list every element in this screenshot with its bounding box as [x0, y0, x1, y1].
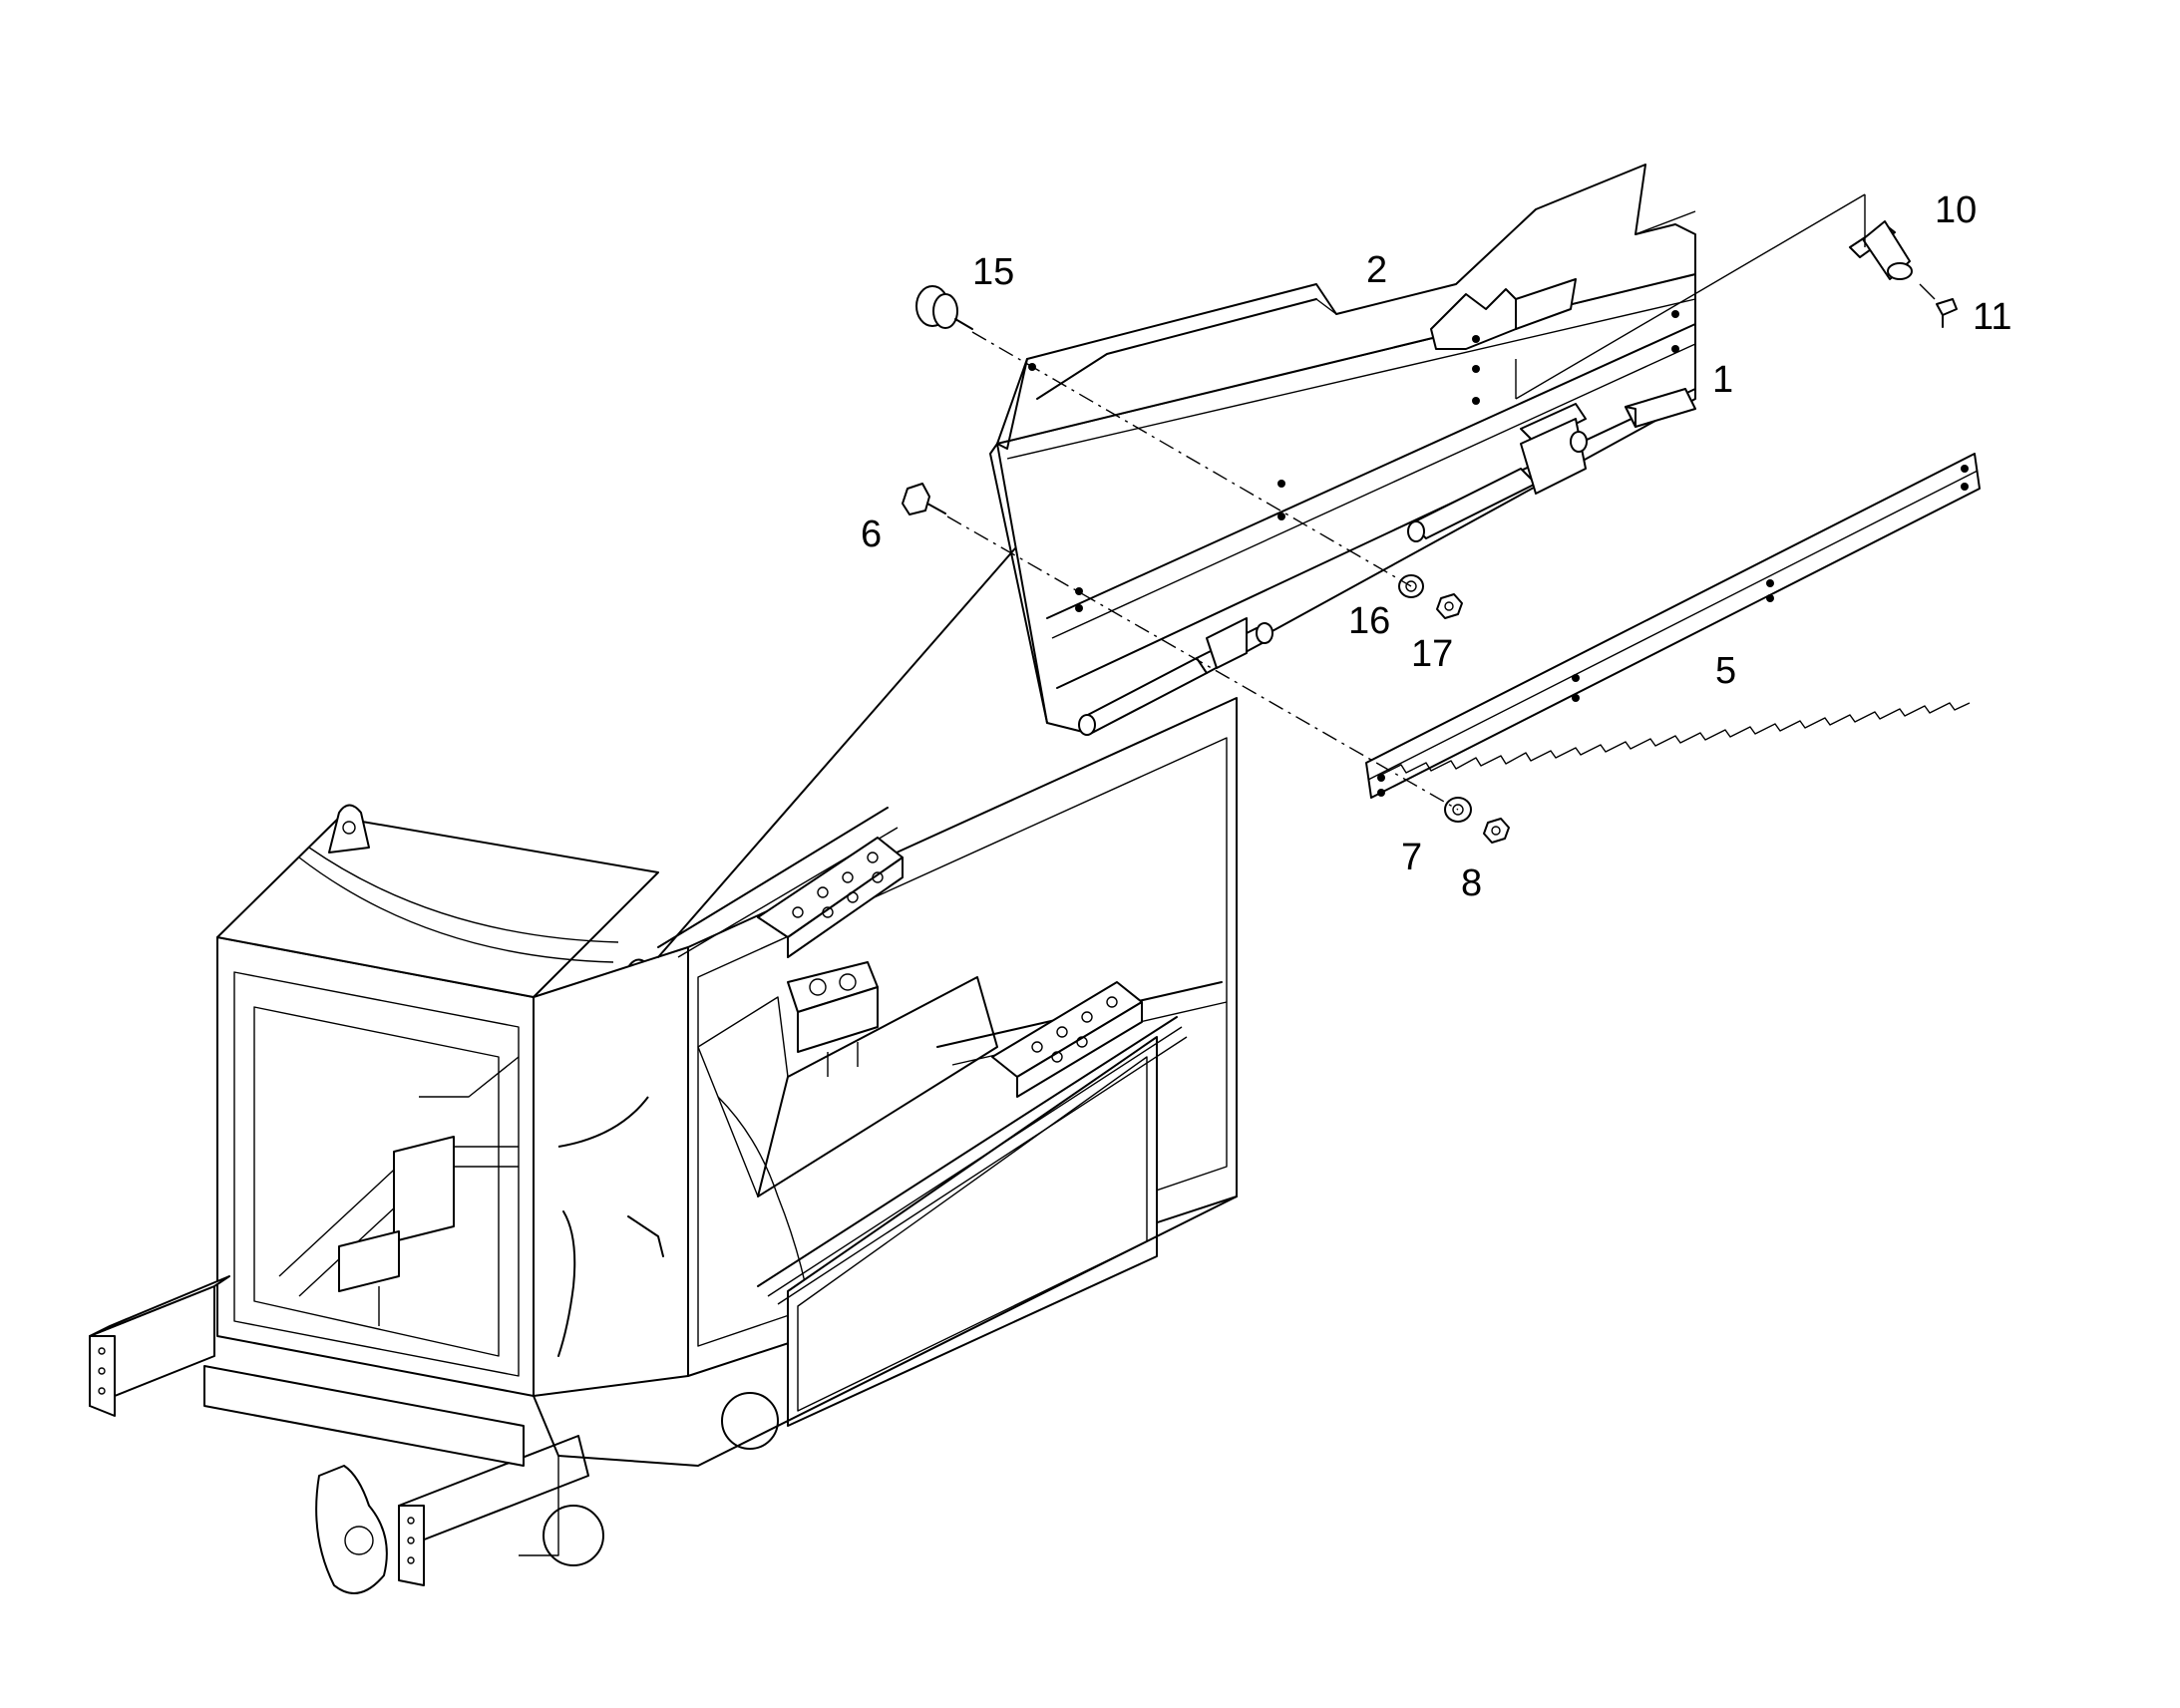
part-15-knob	[915, 285, 973, 330]
part-1-block-middle	[1407, 403, 1588, 542]
callout-2: 2	[1366, 249, 1387, 291]
callout-16: 16	[1348, 600, 1390, 642]
callout-15: 15	[972, 251, 1014, 293]
part-2-upper-guard	[996, 164, 1696, 450]
part-6-bolt	[902, 483, 946, 515]
chassis-frame-assembly	[89, 697, 1238, 1594]
callout-6: 6	[861, 513, 882, 555]
callout-1: 1	[1712, 359, 1733, 401]
part-1-block-right	[1625, 388, 1696, 428]
callout-17: 17	[1411, 633, 1453, 675]
callout-8: 8	[1461, 862, 1482, 904]
callout-5: 5	[1715, 650, 1736, 692]
part-8-nut	[1483, 818, 1510, 844]
callout-7: 7	[1401, 837, 1422, 878]
callout-labels: 1 2 5 6 7 8 10 11 15 16 17	[861, 189, 2011, 904]
callout-11: 11	[1973, 296, 2011, 338]
part-1-side-panel	[989, 273, 1696, 736]
part-11-screw	[1919, 283, 1958, 328]
part-10-latch	[1849, 220, 1913, 280]
part-5-hinge-strip	[1365, 453, 1981, 799]
part-1-block-left	[1078, 617, 1273, 736]
callout-10: 10	[1935, 189, 1977, 231]
part-17-nut	[1436, 593, 1463, 619]
assembly-lines	[657, 193, 1866, 958]
